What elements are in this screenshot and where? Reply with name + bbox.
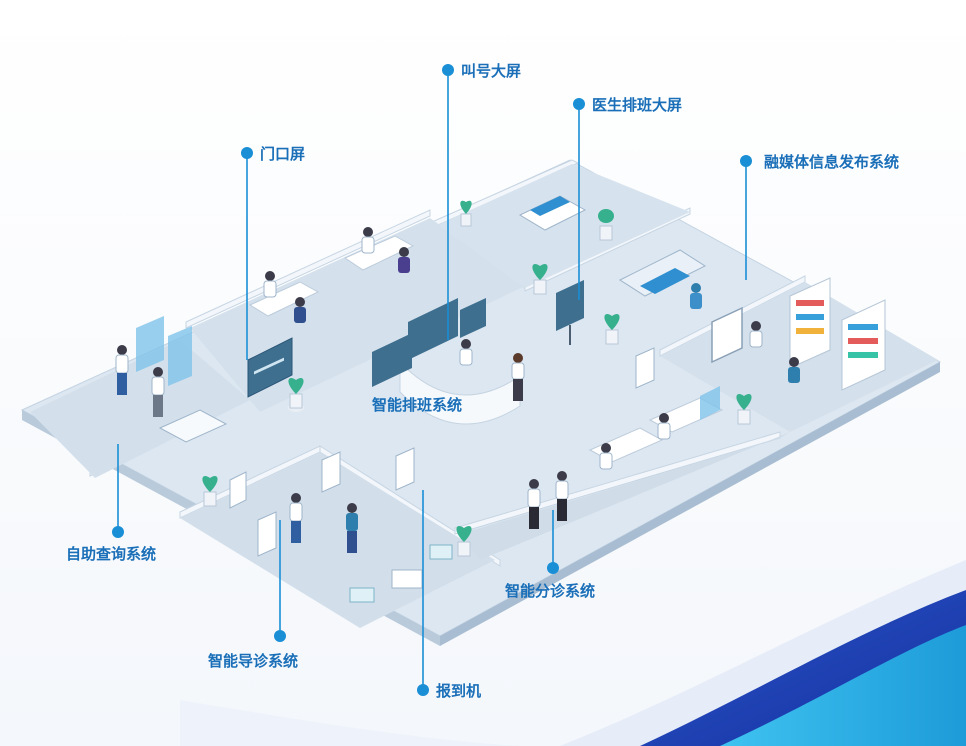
label-checkin-kiosk: 报到机 [436,682,482,700]
label-self-query: 自助查询系统 [66,545,157,563]
dot-call-screen [442,64,454,76]
label-media-publish: 融媒体信息发布系统 [764,153,900,171]
plants [202,200,752,557]
label-door-screen: 门口屏 [260,145,306,163]
dot-doctor-schedule [573,98,585,110]
people [115,227,800,553]
furniture [158,195,886,603]
label-doctor-schedule-screen: 医生排班大屏 [592,96,683,114]
label-call-screen: 叫号大屏 [461,62,522,80]
label-smart-guide: 智能导诊系统 [208,652,299,670]
dot-smart-guide [274,630,286,642]
dot-media-publish [740,155,752,167]
dot-self-query [112,526,124,538]
display-screens [136,280,720,420]
dot-checkin [417,684,429,696]
label-smart-triage: 智能分诊系统 [505,582,596,600]
callout-dots [112,64,752,696]
dot-door-screen [241,147,253,159]
kiosks [229,347,655,557]
label-smart-schedule: 智能排班系统 [372,396,463,414]
dot-smart-triage [547,562,559,574]
wave-decoration [180,560,966,746]
leader-lines [117,70,747,690]
